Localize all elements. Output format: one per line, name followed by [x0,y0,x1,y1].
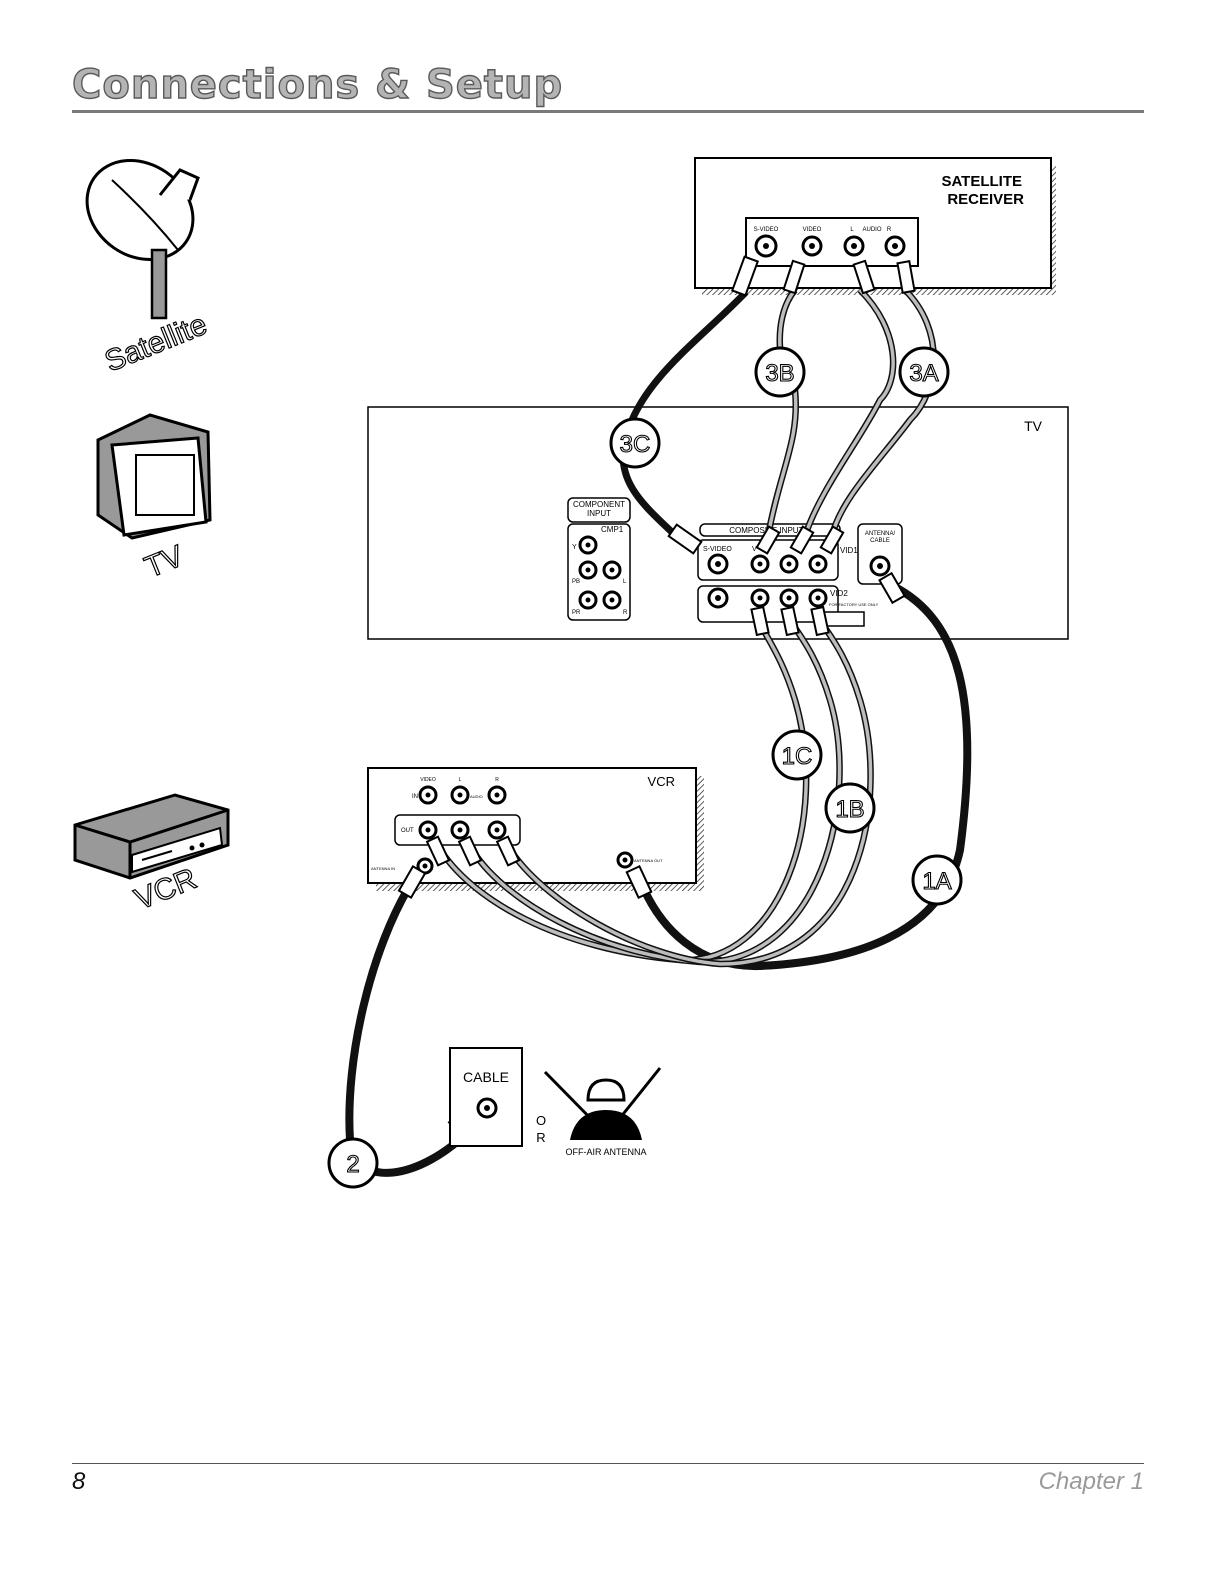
component-l-jack [602,560,622,580]
vid1-v-label: V [752,546,757,553]
tv-vid2-svideo-jack [707,587,729,609]
tv-title: TV [1024,418,1043,434]
tv-vid1-svideo-jack [707,553,729,575]
svg-text:1A: 1A [922,868,951,895]
vcr-icon [73,793,230,880]
tv-vid2-audio-l-jack [779,588,799,608]
vid1-svideo-label: S-VIDEO [703,546,732,553]
receiver-r-label: R [887,227,892,233]
cmp1-label: CMP1 [601,525,624,534]
tv-label: TV [140,540,188,585]
vcr-antenna-in-label: ANTENNA IN [371,866,395,871]
component-pr-label: PR [572,610,581,616]
svg-text:3A: 3A [909,360,938,387]
vcr-out-label: OUT [401,828,414,834]
receiver-audio-l-jack [843,235,865,257]
receiver-audio-label: AUDIO [862,227,881,233]
svg-text:3B: 3B [765,360,794,387]
vcr-antenna-out-jack [616,851,634,869]
receiver-title-line2: RECEIVER [947,191,1024,208]
vid2-label: VID2 [830,589,848,598]
chapter-label: Chapter 1 [1038,1468,1144,1495]
factory-use-label: FOR FACTORY USE ONLY [829,602,879,607]
callout-1c: 1C [771,729,823,781]
component-pb-jack [578,560,598,580]
off-air-antenna-label: OFF-AIR ANTENNA [565,1147,646,1157]
component-input-label-line1: COMPONENT [573,500,625,509]
component-r-jack [602,590,622,610]
vcr-in-audio-label: AUDIO [470,794,483,799]
callout-3b: 3B [754,346,806,398]
vcr-out-audio-l-jack [450,820,470,840]
vcr-in-audio-l-jack [450,785,470,805]
page-title: Connections & Setup [71,61,564,108]
component-r-label: R [623,610,628,616]
callout-2: 2 [327,1137,379,1189]
vcr-out-video-jack [418,820,438,840]
component-input-label-line2: INPUT [587,509,611,518]
callout-1b: 1B [824,782,876,834]
tv-antenna-cable-jack [869,555,891,577]
receiver-video-jack [801,235,823,257]
off-air-antenna-icon [543,1067,662,1140]
receiver-svideo-label: S-VIDEO [754,227,779,233]
vcr-title: VCR [648,774,675,789]
vcr-out-audio-r-jack [487,820,507,840]
receiver-l-label: L [850,227,854,233]
antenna-cable-label-line1: ANTENNA/ [865,531,896,537]
callout-3c: 3C [609,417,661,469]
vcr-in-label: IN [412,794,418,800]
svg-text:3C: 3C [620,431,651,458]
tv-vid1-audio-l-jack [779,554,799,574]
tv-vid1-video-jack [750,554,770,574]
component-pb-label: PB [572,579,580,585]
vcr-panel [367,767,704,891]
receiver-video-label: VIDEO [803,227,822,233]
component-l-label: L [623,579,627,585]
component-y-jack [578,535,598,555]
cable-wall-outlet [449,1047,523,1147]
title-rule [72,110,1144,113]
vid1-label: VID1 [840,546,858,555]
antenna-cable-label-line2: CABLE [870,538,890,544]
receiver-audio-r-jack [884,235,906,257]
connector-plugs [397,255,916,1147]
vcr-r-label: R [495,777,499,783]
tv-vid1-audio-r-jack [808,554,828,574]
or-text-o: O [536,1113,546,1128]
tv-panel [367,406,1069,640]
vcr-l-label: L [459,777,462,783]
satellite-dish-icon [85,158,200,320]
tv-icon [96,413,212,540]
page-number: 8 [72,1468,86,1495]
or-text-r: R [536,1130,545,1145]
vcr-in-video-jack [418,785,438,805]
component-y-label: Y [572,544,577,551]
component-pr-jack [578,590,598,610]
vcr-video-label: VIDEO [420,777,436,783]
svg-text:2: 2 [346,1151,359,1178]
cable-wall-label: CABLE [463,1069,509,1085]
svg-text:1B: 1B [835,796,864,823]
footer-rule [72,1463,1144,1464]
receiver-title-line1: SATELLITE [941,173,1022,190]
svg-text:1C: 1C [782,743,813,770]
callout-1a: 1A [911,854,963,906]
tv-vid2-audio-r-jack [808,588,828,608]
tv-vid2-video-jack [750,588,770,608]
vcr-antenna-out-label: ANTENNA OUT [634,858,663,863]
vcr-in-audio-r-jack [487,785,507,805]
callout-3a: 3A [898,346,950,398]
receiver-svideo-jack [754,234,778,258]
